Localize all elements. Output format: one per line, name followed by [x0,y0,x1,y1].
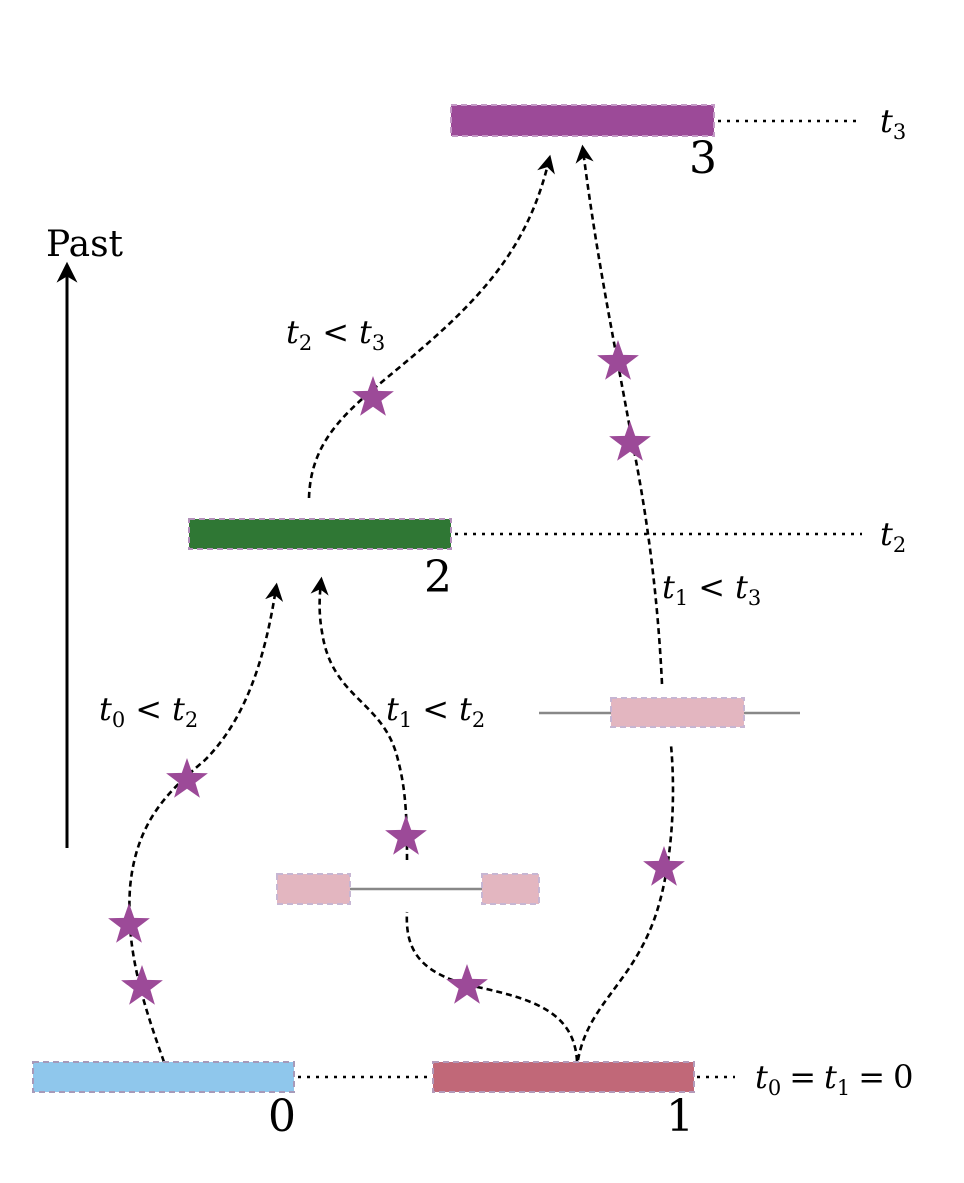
mutation-star [597,340,639,380]
mutation-star [446,964,488,1004]
constraint-t1-lt-t3: t1<t3 [662,568,761,610]
constraint-t0-lt-t2: t0<t2 [99,690,198,732]
node-bar-2 [188,518,452,550]
node-bar-0 [32,1061,295,1093]
node-bar-1 [432,1061,695,1093]
lineage-1-to-2-upper [310,576,409,861]
time-label-t3: t3 [880,102,906,144]
lineage-0-to-2 [128,582,284,1063]
mutation-star [609,421,651,461]
node-label-0: 0 [268,1091,296,1142]
node-label-1: 1 [666,1091,694,1142]
constraint-t1-lt-t2: t1<t2 [386,690,485,732]
time-label-t2: t2 [880,515,906,557]
node-label-2: 2 [424,552,452,603]
fragment-upper [610,697,745,728]
fragment-lower-right [481,873,540,905]
node-bar-3 [450,104,715,137]
time-label-t0-t1: t0=t1=0 [755,1058,913,1100]
mutation-star [108,903,150,943]
lineage-2-to-3 [307,154,555,499]
mutation-star [121,965,163,1005]
node-label-3: 3 [689,133,717,184]
lineage-1-to-3 [575,144,664,685]
mutation-star [352,376,394,416]
lineage-1-to-2-lower [405,911,579,1062]
mutation-star [166,758,208,798]
fragment-lower-left [276,873,351,905]
constraint-t2-lt-t3: t2<t3 [286,313,385,355]
past-axis-label: Past [46,224,124,265]
lineage-1-to-fragment [576,744,675,1061]
